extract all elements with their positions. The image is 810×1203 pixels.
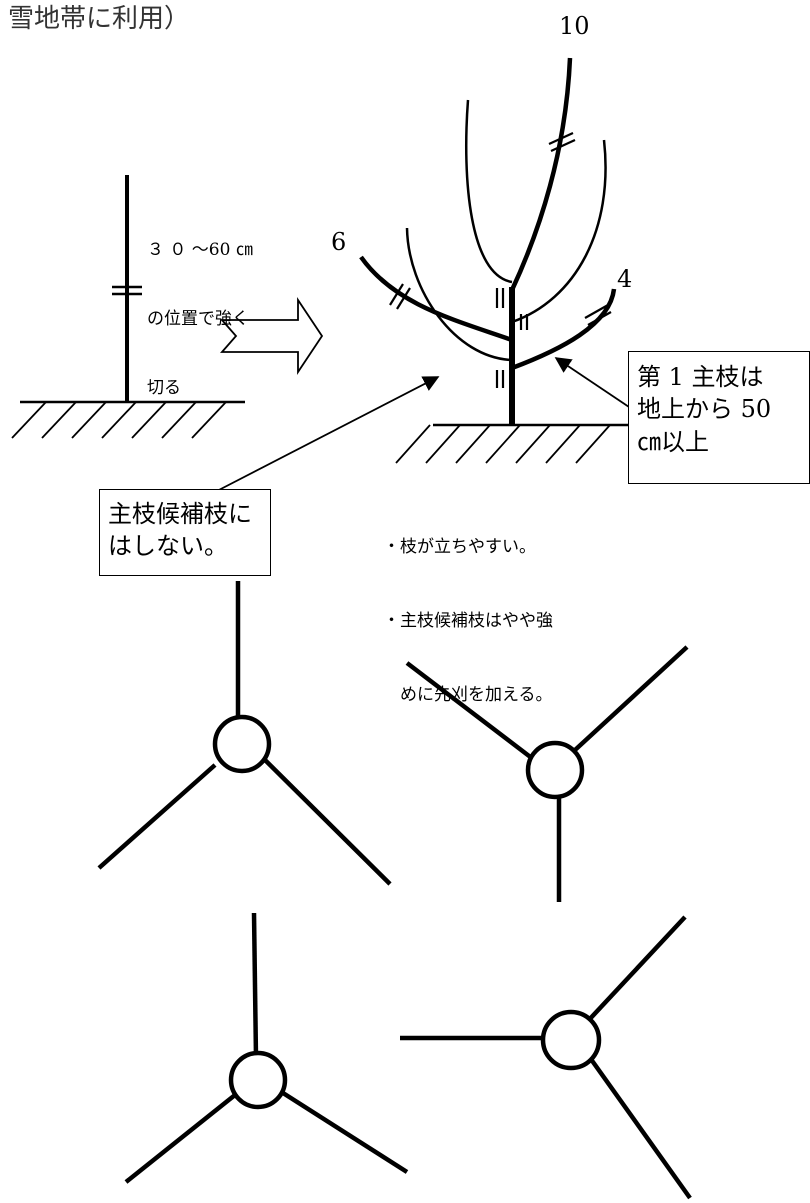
- note-line-3: めに先刈を加える。: [383, 685, 553, 706]
- thin-branch-upper-left: [464, 99, 513, 284]
- layout-schematic-1: [97, 581, 392, 886]
- sapling-before-cut: [112, 175, 142, 402]
- page-heading: 雪地帯に利用）: [8, 4, 191, 34]
- label-branch-6: 6: [331, 228, 347, 256]
- cut-note-line-1: ３ ０ ～60 ㎝: [147, 239, 253, 260]
- layout-schematic-2: [405, 645, 689, 902]
- cut-note: ３ ０ ～60 ㎝ の位置で強く 切る: [147, 193, 253, 422]
- pointer-arrow-right: [554, 357, 633, 410]
- ground-left: [11, 400, 245, 439]
- pointer-arrow-left: [214, 376, 440, 493]
- thin-branch-left-inner: [405, 227, 513, 362]
- label-branch-10: 10: [559, 12, 590, 40]
- layout-schematic-3: [124, 912, 409, 1184]
- callout-left-line-2: はしない。: [108, 532, 228, 561]
- cut-marks: [389, 132, 612, 388]
- cut-note-line-3: 切る: [147, 377, 181, 398]
- label-branch-4: 4: [617, 265, 633, 293]
- callout-box-right: 第 1 主枝は 地上から 50 ㎝以上: [628, 351, 810, 484]
- ground-right: [395, 423, 628, 464]
- thin-branch-upper-right: [511, 139, 607, 324]
- leader-branch-10: [509, 57, 573, 291]
- hollow-arrow-icon: [220, 297, 324, 375]
- cut-note-line-2: の位置で強く: [147, 308, 249, 329]
- branch-4: [511, 288, 617, 371]
- note-line-1: ・枝が立ちやすい。: [383, 537, 536, 558]
- note-line-2: ・主枝候補枝はやや強: [383, 611, 553, 632]
- layout-schematic-4: [400, 915, 692, 1200]
- callout-right-line-1: 第 1 主枝は: [637, 363, 764, 391]
- notes: ・枝が立ちやすい。 ・主枝候補枝はやや強 めに先刈を加える。: [383, 486, 553, 732]
- callout-right-line-3: ㎝以上: [637, 427, 709, 456]
- callout-box-left: 主枝候補枝に はしない。: [99, 489, 271, 576]
- callout-left-line-1: 主枝候補枝に: [108, 500, 252, 528]
- branch-6: [359, 255, 513, 343]
- callout-right-line-2: 地上から 50: [637, 395, 772, 424]
- tree-after-pruning: [359, 57, 617, 425]
